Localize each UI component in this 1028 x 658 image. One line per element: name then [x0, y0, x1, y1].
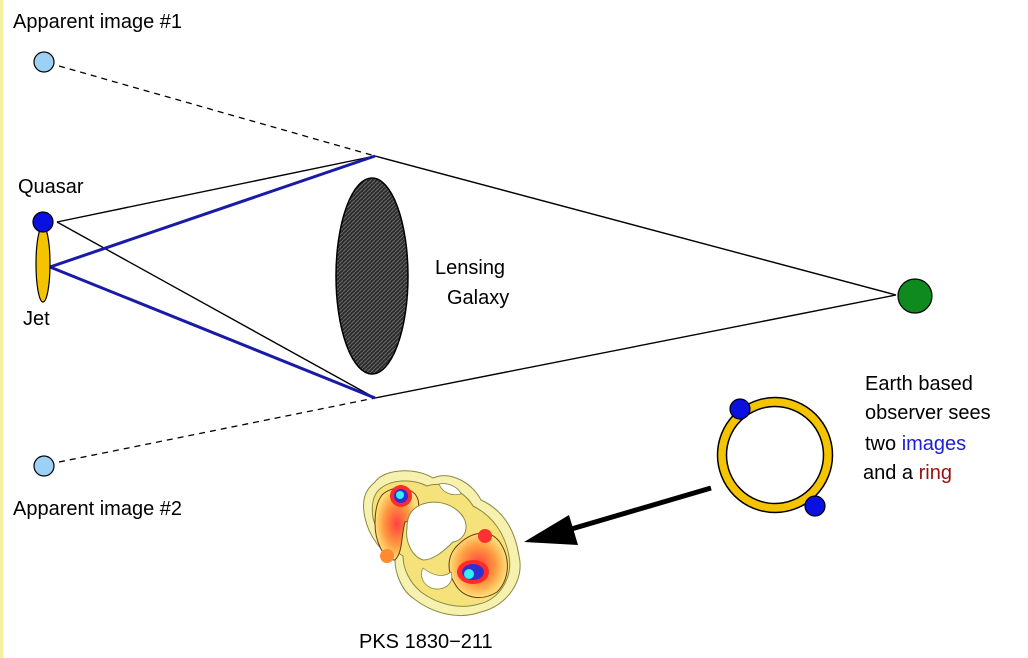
light-path-quasar-bottom	[56, 221, 376, 399]
observer-note-line2: observer sees	[865, 402, 991, 424]
apparent-image-1-label: Apparent image #1	[13, 11, 182, 33]
arrow-left-down-icon	[524, 485, 712, 545]
ring-image-bottom-icon	[804, 495, 826, 517]
light-path-top-observer	[374, 155, 897, 296]
observer-note-line4: and a ring	[863, 462, 952, 484]
dashed-line-image-1	[58, 65, 376, 157]
ring-highlight: ring	[919, 462, 952, 484]
pks-radio-map-image	[362, 470, 521, 616]
quasar-label: Quasar	[18, 176, 84, 198]
jet-icon	[35, 225, 51, 303]
lensing-diagram: Apparent image #1 Apparent image #2 Quas…	[13, 11, 991, 653]
images-highlight: images	[902, 433, 966, 455]
apparent-image-2-label: Apparent image #2	[13, 498, 182, 520]
apparent-image-2-icon	[33, 455, 55, 477]
observer-note-line1: Earth based	[865, 373, 973, 395]
quasar-icon	[32, 211, 54, 233]
pks-caption: PKS 1830−211	[359, 631, 493, 653]
dashed-line-image-2	[58, 397, 376, 463]
jet-path-top	[49, 154, 376, 269]
light-path-quasar-top	[56, 155, 376, 223]
apparent-image-1-icon	[33, 51, 55, 73]
jet-label: Jet	[23, 308, 50, 330]
earth-observer-icon	[897, 278, 933, 314]
lensing-galaxy-label-line1: Lensing	[435, 257, 505, 279]
jet-path-bottom	[49, 265, 376, 400]
observer-note-line3: two images	[865, 433, 966, 455]
einstein-ring-fill	[718, 398, 832, 512]
ring-image-top-icon	[729, 398, 751, 420]
lensing-galaxy-label-line2: Galaxy	[447, 287, 509, 309]
lensing-galaxy-icon	[335, 177, 409, 375]
light-path-bottom-observer	[374, 294, 897, 399]
